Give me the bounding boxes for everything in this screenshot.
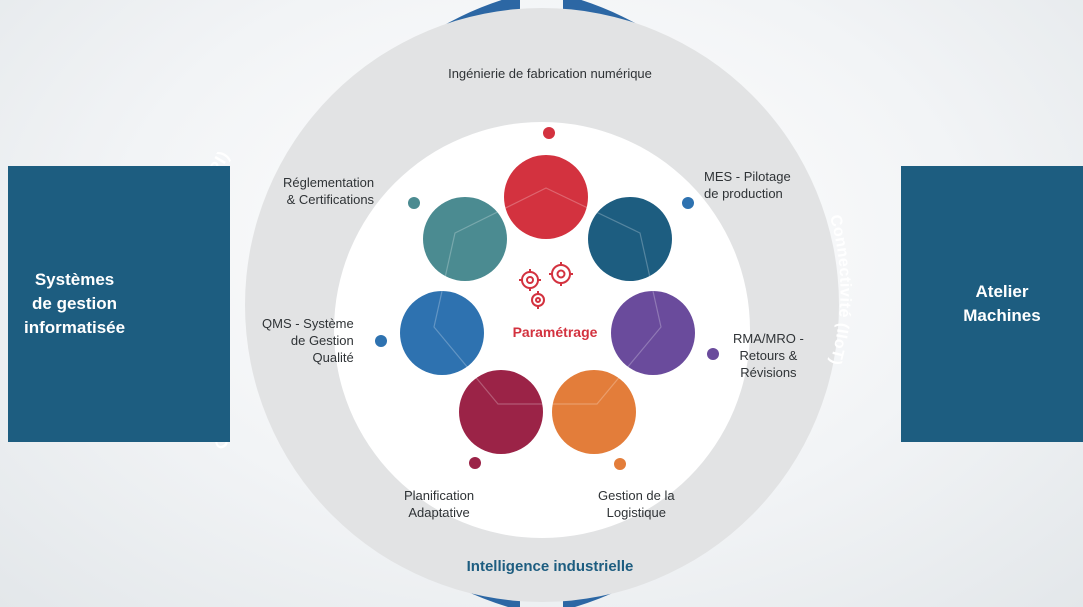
qms-label-line-3: Qualité <box>312 350 354 365</box>
planification-label-line-1: Planification <box>404 488 475 503</box>
gears-icon <box>519 262 573 309</box>
module-circle-ingenierie[interactable] <box>504 155 588 239</box>
rma-label-line-1: RMA/MRO - <box>733 331 804 346</box>
logistique-label-line-1: Gestion de la <box>598 488 675 503</box>
right-system-box: Atelier Machines <box>901 166 1083 442</box>
logistique-label-line-2: Logistique <box>606 505 666 520</box>
planification-label-line-2: Adaptative <box>408 505 470 520</box>
module-label-ingenierie: Ingénierie de fabrication numérique <box>448 66 652 81</box>
reglementation-label-line-2: & Certifications <box>286 192 375 207</box>
left-box-line-2: de gestion <box>32 294 118 313</box>
mes-label-line-1: MES - Pilotage <box>704 169 791 184</box>
right-box-line-2: Machines <box>963 306 1041 325</box>
rma-label-line-3: Révisions <box>740 365 797 380</box>
qms-label-line-2: de Gestion <box>290 333 354 348</box>
module-label-reglementation: Réglementation & Certifications <box>283 174 374 208</box>
module-circle-qms[interactable] <box>400 291 484 375</box>
dot-logistique <box>614 458 626 470</box>
left-box-line-1: Systèmes <box>34 270 115 289</box>
right-box-line-1: Atelier <box>975 282 1029 301</box>
dot-planification <box>469 457 481 469</box>
dot-qms <box>375 335 387 347</box>
reglementation-label-line-1: Réglementation <box>283 175 375 190</box>
dot-mes <box>682 197 694 209</box>
mes-label-line-2: de production <box>704 186 783 201</box>
module-label-logistique: Gestion de la Logistique <box>598 487 675 521</box>
module-circle-mes[interactable] <box>588 197 672 281</box>
module-dots <box>375 127 719 470</box>
module-circle-planification[interactable] <box>459 370 543 454</box>
module-circles <box>400 155 695 454</box>
left-system-box: Systèmes de gestion informatisée <box>8 166 230 442</box>
module-circle-rma[interactable] <box>611 291 695 375</box>
bottom-title: Intelligence industrielle <box>466 558 634 575</box>
module-label-qms: QMS - Système de Gestion Qualité <box>262 315 354 366</box>
dot-reglementation <box>408 197 420 209</box>
dot-ingenierie <box>543 127 555 139</box>
module-circle-reglementation[interactable] <box>423 197 507 281</box>
module-label-mes: MES - Pilotage de production <box>704 168 791 202</box>
dot-rma <box>707 348 719 360</box>
module-circle-logistique[interactable] <box>552 370 636 454</box>
module-label-rma: RMA/MRO - Retours & Révisions <box>733 330 804 381</box>
qms-label-line-1: QMS - Système <box>262 316 354 331</box>
module-network-lines <box>433 187 662 405</box>
center-label: Paramétrage <box>512 324 598 340</box>
rma-label-line-2: Retours & <box>739 348 798 363</box>
left-box-line-3: informatisée <box>24 318 126 337</box>
module-label-planification: Planification Adaptative <box>404 487 474 521</box>
